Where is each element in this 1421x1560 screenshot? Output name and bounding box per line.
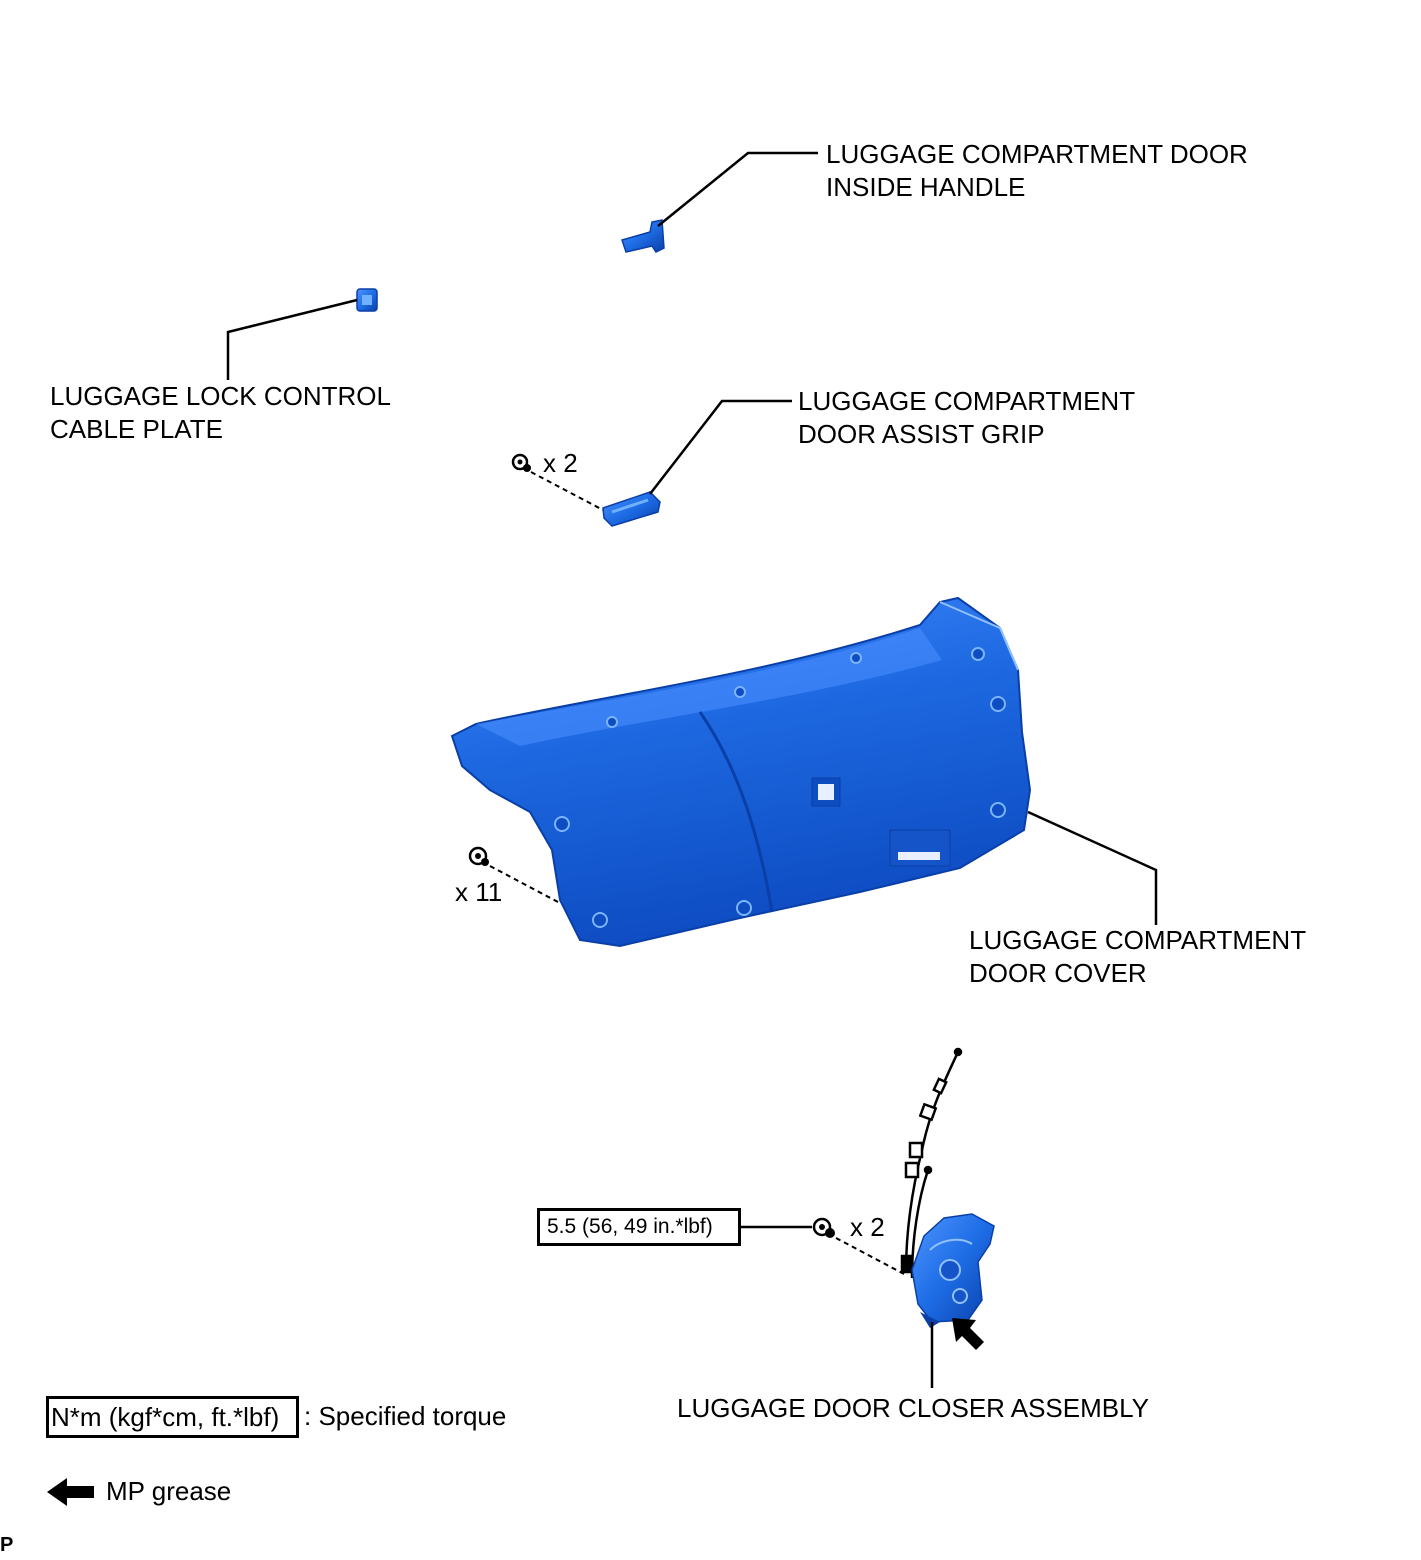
assist-grip-dashed-line [530,471,604,511]
cable-plate-leader [226,298,358,380]
cable-plate-part [356,288,378,312]
assist-grip-qty: x 2 [543,448,578,478]
assist-grip-screw-icon [511,453,531,472]
closer-assembly-part [911,1213,995,1328]
door-cover-label: LUGGAGE COMPARTMENT DOOR COVER [969,924,1306,990]
cable-plate-label-line1: LUGGAGE LOCK CONTROL [50,381,391,411]
inside-handle-leader [657,151,818,227]
assist-grip-leader [649,399,792,495]
assist-grip-label: LUGGAGE COMPARTMENT DOOR ASSIST GRIP [798,385,1135,451]
assist-grip-label-line1: LUGGAGE COMPARTMENT [798,386,1136,416]
closer-label: LUGGAGE DOOR CLOSER ASSEMBLY [677,1393,1149,1423]
inside-handle-part [621,219,665,253]
door-cover-leader [1027,810,1158,925]
door-cover-clip-icon [468,846,489,866]
legend-torque-box: N*m (kgf*cm, ft.*lbf) [46,1396,299,1438]
corner-mark: P [0,1534,14,1556]
inside-handle-label: LUGGAGE COMPARTMENT DOOR INSIDE HANDLE [826,138,1248,204]
cable-plate-label-line2: CABLE PLATE [50,414,223,444]
closer-bolt-icon [812,1217,835,1238]
legend-grease-arrow-icon [47,1478,94,1506]
cable-plate-label: LUGGAGE LOCK CONTROL CABLE PLATE [50,380,391,446]
closer-torque-box: 5.5 (56, 49 in.*lbf) [537,1208,741,1246]
closer-cable [900,1047,963,1279]
door-cover-part [450,596,1032,948]
assist-grip-part [602,491,661,527]
closer-qty: x 2 [850,1212,885,1242]
inside-handle-label-line2: INSIDE HANDLE [826,172,1026,202]
door-cover-dashed-line [489,865,559,903]
door-cover-label-line1: LUGGAGE COMPARTMENT [969,925,1307,955]
legend-grease-text: MP grease [106,1476,232,1506]
door-cover-qty: x 11 [455,877,503,907]
inside-handle-label-line1: LUGGAGE COMPARTMENT DOOR [826,139,1248,169]
closer-dashed-line [835,1237,905,1275]
legend-torque-text: : Specified torque [304,1401,507,1431]
assist-grip-label-line2: DOOR ASSIST GRIP [798,419,1045,449]
closer-grease-arrow-icon [952,1318,984,1350]
door-cover-label-line2: DOOR COVER [969,958,1147,988]
